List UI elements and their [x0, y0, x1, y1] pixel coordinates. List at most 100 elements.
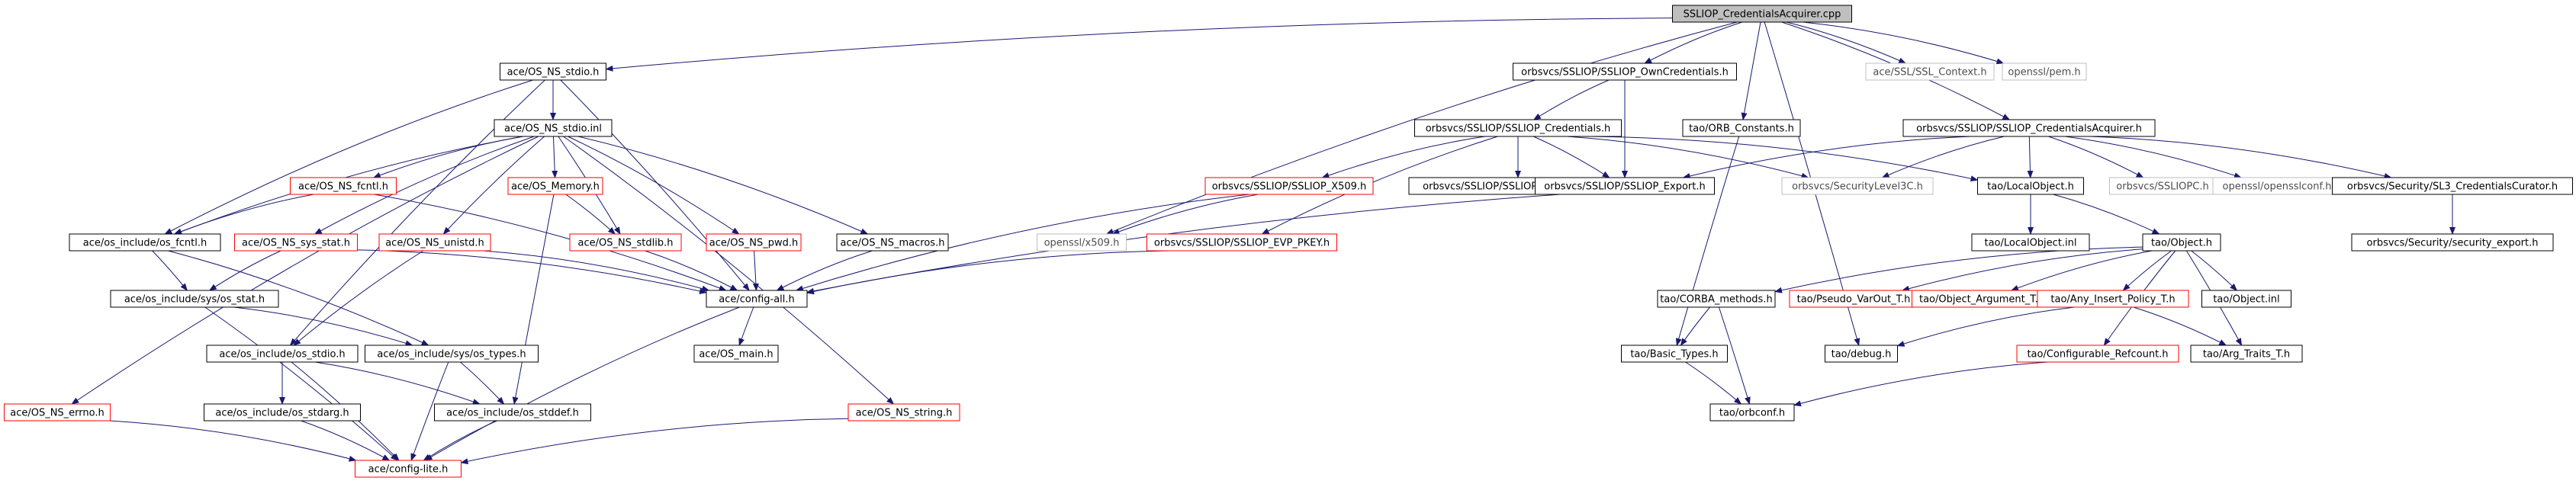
node-box[interactable]: [2201, 290, 2291, 308]
node-os_memory[interactable]: ace/OS_Memory.h: [507, 177, 603, 195]
node-box[interactable]: [110, 290, 279, 308]
node-tao_object_h[interactable]: tao/Object.h: [2142, 233, 2221, 252]
node-box[interactable]: [569, 233, 682, 252]
node-local_object_h[interactable]: tao/LocalObject.h: [1977, 177, 2084, 195]
node-box[interactable]: [500, 63, 606, 81]
node-ssliop_evp_pkey[interactable]: orbsvcs/SSLIOP/SSLIOP_EVP_PKEY.h: [1146, 233, 1337, 252]
node-config_lite[interactable]: ace/config-lite.h: [355, 460, 461, 478]
node-ssliop_export[interactable]: orbsvcs/SSLIOP/SSLIOP_Export.h: [1535, 177, 1715, 195]
node-own_cred_h[interactable]: orbsvcs/SSLIOP/SSLIOP_OwnCredentials.h: [1513, 63, 1737, 81]
node-os_ns_fcntl[interactable]: ace/OS_NS_fcntl.h: [290, 177, 397, 195]
node-ssliop_cred_h[interactable]: orbsvcs/SSLIOP/SSLIOP_Credentials.h: [1414, 119, 1622, 137]
edge-os_memory-to-os_ns_stdlib: [565, 194, 616, 235]
node-ssl_context[interactable]: ace/SSL/SSL_Context.h: [1865, 63, 1995, 81]
node-os_include_fcntl[interactable]: ace/os_include/os_fcntl.h: [69, 233, 221, 252]
node-os_ns_unistd[interactable]: ace/OS_NS_unistd.h: [378, 233, 491, 252]
edge-os_sys_stat-to-config_lite: [204, 306, 398, 461]
node-arg_traits[interactable]: tao/Arg_Traits_T.h: [2190, 345, 2303, 363]
node-os_ns_pwd[interactable]: ace/OS_NS_pwd.h: [706, 233, 802, 252]
node-box[interactable]: [693, 345, 779, 363]
node-box[interactable]: [836, 233, 949, 252]
node-ssliop_x509[interactable]: orbsvcs/SSLIOP/SSLIOP_X509.h: [1204, 177, 1374, 195]
node-os_ns_stdlib[interactable]: ace/OS_NS_stdlib.h: [569, 233, 682, 252]
node-sl3_cred_curator[interactable]: orbsvcs/Security/SL3_CredentialsCurator.…: [2332, 177, 2573, 195]
node-box[interactable]: [2142, 233, 2221, 252]
node-os_include_stdio[interactable]: ace/os_include/os_stdio.h: [206, 345, 359, 363]
node-tao_debug[interactable]: tao/debug.h: [1825, 345, 1898, 363]
node-ssliopc[interactable]: orbsvcs/SSLIOPC.h: [2109, 177, 2216, 195]
node-box[interactable]: [1971, 233, 2090, 252]
node-box[interactable]: [1865, 63, 1995, 81]
node-box[interactable]: [2002, 63, 2087, 81]
node-box[interactable]: [494, 119, 613, 137]
node-corba_methods[interactable]: tao/CORBA_methods.h: [1657, 290, 1776, 308]
node-box[interactable]: [2037, 290, 2189, 308]
node-box[interactable]: [2016, 345, 2179, 363]
node-box[interactable]: [1672, 5, 1852, 23]
edge-root-to-own_cred_h: [1644, 21, 1743, 64]
node-orbconf[interactable]: tao/orbconf.h: [1709, 403, 1795, 421]
node-os_ns_string[interactable]: ace/OS_NS_string.h: [847, 403, 960, 421]
node-box[interactable]: [4, 403, 111, 421]
node-os_main[interactable]: ace/OS_main.h: [693, 345, 779, 363]
node-box[interactable]: [1781, 177, 1934, 195]
node-os_ns_macros[interactable]: ace/OS_NS_macros.h: [836, 233, 949, 252]
node-box[interactable]: [1037, 233, 1127, 252]
nodes-layer: SSLIOP_CredentialsAcquirer.cpp ace/OS_NS_…: [4, 5, 2573, 478]
node-orb_constants[interactable]: tao/ORB_Constants.h: [1682, 119, 1801, 137]
node-box[interactable]: [706, 290, 808, 308]
node-tao_object_inl[interactable]: tao/Object.inl: [2201, 290, 2291, 308]
node-os_ns_errno[interactable]: ace/OS_NS_errno.h: [4, 403, 111, 421]
node-box[interactable]: [290, 177, 397, 195]
node-box[interactable]: [1535, 177, 1715, 195]
node-box[interactable]: [1902, 119, 2156, 137]
node-box[interactable]: [1977, 177, 2084, 195]
node-security_level3[interactable]: orbsvcs/SecurityLevel3C.h: [1781, 177, 1934, 195]
node-configurable_refcount[interactable]: tao/Configurable_Refcount.h: [2016, 345, 2179, 363]
node-pseudo_varout[interactable]: tao/Pseudo_VarOut_T.h: [1789, 290, 1918, 308]
node-os_sys_stat[interactable]: ace/os_include/sys/os_stat.h: [110, 290, 279, 308]
node-label: tao/CORBA_methods.h: [1660, 294, 1772, 306]
node-box[interactable]: [1513, 63, 1737, 81]
node-box[interactable]: [507, 177, 603, 195]
node-box[interactable]: [1657, 290, 1776, 308]
node-box[interactable]: [206, 345, 359, 363]
node-box[interactable]: [355, 460, 461, 478]
node-os_ns_stdio_inl[interactable]: ace/OS_NS_stdio.inl: [494, 119, 613, 137]
node-root[interactable]: SSLIOP_CredentialsAcquirer.cpp: [1672, 5, 1852, 23]
node-box[interactable]: [1682, 119, 1801, 137]
node-box[interactable]: [2332, 177, 2573, 195]
node-openssl_x509[interactable]: openssl/x509.h: [1037, 233, 1127, 252]
node-box[interactable]: [2190, 345, 2303, 363]
node-box[interactable]: [234, 233, 358, 252]
node-config_all[interactable]: ace/config-all.h: [706, 290, 808, 308]
node-local_object_inl[interactable]: tao/LocalObject.inl: [1971, 233, 2090, 252]
node-box[interactable]: [1621, 345, 1728, 363]
node-os_include_stdarg[interactable]: ace/os_include/os_stdarg.h: [204, 403, 361, 421]
node-cred_acq_h[interactable]: orbsvcs/SSLIOP/SSLIOP_CredentialsAcquire…: [1902, 119, 2156, 137]
node-openssl_pem[interactable]: openssl/pem.h: [2002, 63, 2087, 81]
node-box[interactable]: [365, 345, 539, 363]
node-os_sys_types[interactable]: ace/os_include/sys/os_types.h: [365, 345, 539, 363]
node-box[interactable]: [378, 233, 491, 252]
node-security_export[interactable]: orbsvcs/Security/security_export.h: [2351, 233, 2554, 252]
node-os_ns_sys_stat[interactable]: ace/OS_NS_sys_stat.h: [234, 233, 358, 252]
node-any_insert[interactable]: tao/Any_Insert_Policy_T.h: [2037, 290, 2189, 308]
node-box[interactable]: [434, 403, 591, 421]
node-opensslconf[interactable]: openssl/opensslconf.h: [2212, 177, 2342, 195]
node-basic_types[interactable]: tao/Basic_Types.h: [1621, 345, 1728, 363]
node-object_argument[interactable]: tao/Object_Argument_T.h: [1912, 290, 2052, 308]
node-box[interactable]: [1204, 177, 1374, 195]
node-box[interactable]: [1825, 345, 1898, 363]
node-box[interactable]: [2351, 233, 2554, 252]
node-label: tao/Object_Argument_T.h: [1919, 294, 2044, 306]
node-box[interactable]: [847, 403, 960, 421]
node-box[interactable]: [1709, 403, 1795, 421]
node-box[interactable]: [69, 233, 221, 252]
node-os_ns_stdio_h[interactable]: ace/OS_NS_stdio.h: [500, 63, 606, 81]
node-box[interactable]: [1146, 233, 1337, 252]
node-box[interactable]: [204, 403, 361, 421]
node-os_include_stddef[interactable]: ace/os_include/os_stddef.h: [434, 403, 591, 421]
node-box[interactable]: [706, 233, 802, 252]
node-box[interactable]: [1414, 119, 1622, 137]
